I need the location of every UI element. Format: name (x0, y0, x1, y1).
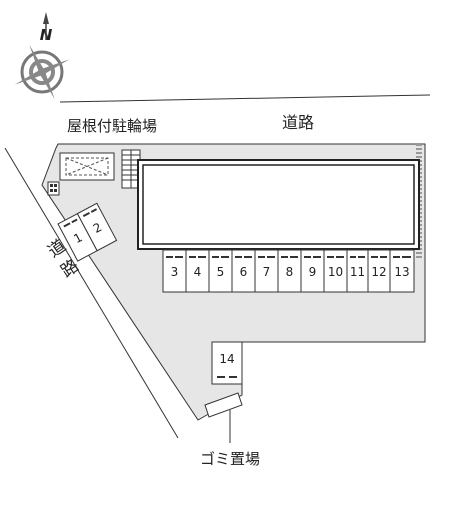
parking-number: 9 (309, 265, 317, 279)
parking-number: 8 (286, 265, 294, 279)
bicycle-parking-shelter (59, 152, 115, 181)
parking-number: 13 (394, 265, 409, 279)
parking-number: 7 (263, 265, 271, 279)
parking-number: 10 (328, 265, 343, 279)
parking-space-5: 5 (208, 249, 233, 293)
parking-number: 12 (371, 265, 386, 279)
road-left-edge (4, 147, 179, 439)
road-top-label: 道路 (282, 113, 314, 132)
garbage-label: ゴミ置場 (200, 450, 260, 468)
parking-space-7: 7 (254, 249, 279, 293)
apartment-building (137, 159, 420, 250)
parking-number: 5 (217, 265, 225, 279)
compass-rose-icon (14, 44, 70, 100)
parking-space-6: 6 (231, 249, 256, 293)
bicycle-parking-label: 屋根付駐輪場 (67, 117, 157, 135)
parking-space-9: 9 (300, 249, 325, 293)
parking-left-row: 1 2 (57, 202, 118, 262)
parking-space-13: 13 (389, 249, 415, 293)
parking-space-1: 1 (57, 212, 98, 262)
parking-space-11: 11 (346, 249, 369, 293)
mailbox-icon (47, 181, 60, 196)
parking-number: 11 (350, 265, 365, 279)
garbage-area (204, 392, 243, 418)
parking-number: 14 (219, 352, 234, 366)
parking-space-10: 10 (323, 249, 348, 293)
parking-space-3: 3 (162, 249, 187, 293)
parking-number: 6 (240, 265, 248, 279)
parking-number: 3 (171, 265, 179, 279)
parking-space-4: 4 (185, 249, 210, 293)
parking-space-14: 14 (211, 341, 243, 385)
parking-space-2: 2 (76, 202, 118, 252)
parking-space-8: 8 (277, 249, 302, 293)
compass: N (14, 12, 70, 100)
road-top-edge (59, 94, 431, 103)
parking-number: 4 (194, 265, 202, 279)
compass-north-arrow-icon (43, 12, 49, 24)
parking-bottom-row: 3 4 5 6 7 8 9 (162, 249, 415, 293)
parking-space-12: 12 (367, 249, 391, 293)
